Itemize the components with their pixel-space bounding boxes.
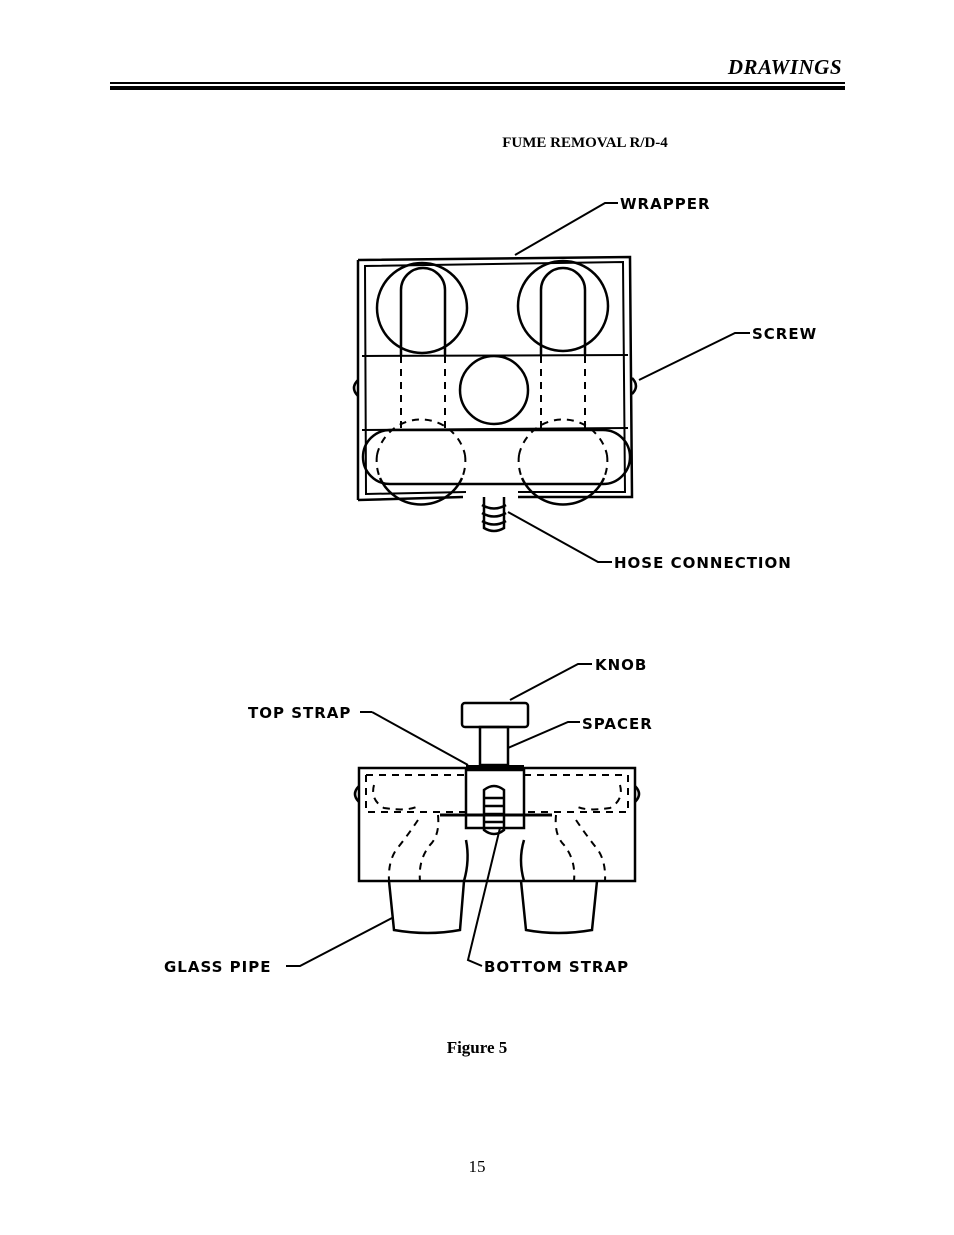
top-view-hidden-lines [375,356,609,479]
label-glass-pipe: GLASS PIPE [164,958,271,976]
side-view-leaders [286,663,592,967]
header-rule-thin [110,82,845,84]
label-screw: SCREW [752,325,817,343]
section-title: DRAWINGS [727,55,842,79]
top-view-leaders [507,202,750,563]
side-view-hidden-lines [365,774,629,882]
label-top-strap: TOP STRAP [248,704,351,722]
label-hose-connection: HOSE CONNECTION [614,554,792,572]
label-knob: KNOB [595,656,647,674]
label-bottom-strap: BOTTOM STRAP [484,958,629,976]
top-view-drawing [352,255,638,533]
drawing-title: FUME REMOVAL R/D-4 [502,135,668,151]
label-spacer: SPACER [582,715,653,733]
label-wrapper: WRAPPER [620,195,711,213]
page-number: 15 [468,1157,486,1176]
header-rule-thick [110,86,845,90]
figure-caption: Figure 5 [446,1038,508,1057]
side-view-drawing [353,701,641,935]
